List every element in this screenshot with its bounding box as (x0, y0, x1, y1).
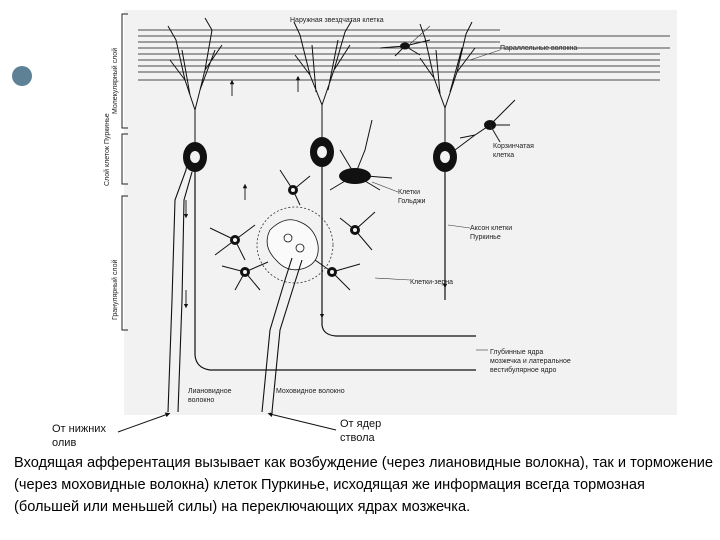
label-golgi-cell-line2: Гольджи (398, 198, 426, 205)
label-climbing-fiber-line2: волокно (188, 397, 214, 404)
label-climbing-fiber-line1: Лиановидное (188, 388, 232, 395)
outer-stellate-cell (379, 39, 431, 57)
layer-brackets (121, 13, 128, 331)
mossy-fiber (261, 257, 303, 413)
annotation-brainstem-line1: От ядер (340, 418, 382, 430)
label-mossy-fiber: Моховидное волокно (276, 388, 345, 395)
signal-arrows (183, 75, 448, 319)
glomerulus (256, 206, 334, 284)
diagram-panel (124, 10, 677, 415)
cerebellar-cortex-diagram: Молекулярный слой Слой клеток Пуркинье Г… (103, 10, 677, 433)
layer-label-granular: Гранулярный слой (111, 260, 119, 320)
annotation-inferior-olive-line1: От нижних (52, 423, 106, 435)
label-golgi-cell-line1: Клетки (398, 189, 420, 196)
label-deep-nuclei-line3: вестибулярное ядро (490, 366, 556, 374)
annotation-arrows (117, 412, 337, 433)
label-purkinje-axon-line1: Аксон клетки (470, 225, 512, 232)
annotation-brainstem-line2: ствола (340, 432, 375, 444)
label-granule-cells: Клетки-зерна (410, 279, 453, 286)
layer-label-purkinje: Слой клеток Пуркинье (103, 113, 111, 186)
label-basket-cell-line1: Корзинчатая (493, 143, 534, 150)
label-parallel-fibers: Параллельные волокна (500, 45, 577, 52)
slide-bullet (12, 66, 32, 86)
golgi-cell (329, 119, 393, 191)
purkinje-dendrites (167, 17, 476, 150)
annotation-inferior-olive-line2: олив (52, 437, 77, 449)
label-deep-nuclei-line2: мозжечка и латеральное (490, 358, 571, 365)
leader-lines (371, 25, 501, 351)
label-purkinje-axon-line2: Пуркинье (470, 234, 501, 241)
layer-label-molecular: Молекулярный слой (111, 48, 119, 114)
slide-caption: Входящая афферентация вызывает как возбу… (14, 455, 714, 515)
label-outer-stellate: Наружная звездчатая клетка (290, 17, 384, 24)
label-basket-cell-line2: клетка (493, 152, 514, 159)
climbing-fiber (167, 144, 193, 413)
label-deep-nuclei-line1: Глубинные ядра (490, 348, 543, 356)
